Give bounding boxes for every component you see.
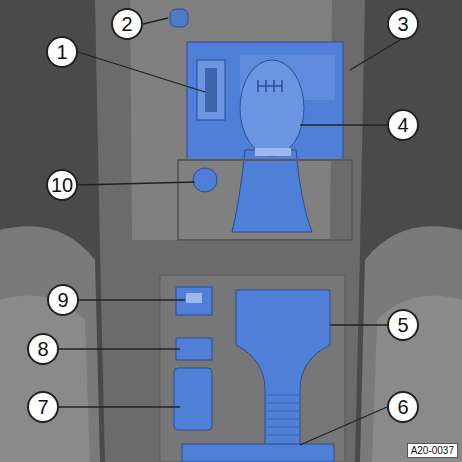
callout-number: 8 — [37, 339, 48, 359]
callout-circle: 1 — [46, 36, 78, 68]
callout-number: 6 — [397, 397, 408, 417]
callout-number: 10 — [51, 175, 73, 195]
callout-circle: 3 — [387, 8, 419, 40]
callout-circle: 10 — [46, 169, 78, 201]
callout-number: 2 — [121, 14, 132, 34]
figure-code: A20-0037 — [407, 443, 458, 458]
callout-circle: 6 — [387, 391, 419, 423]
callout-circle: 7 — [27, 391, 59, 423]
callout-number: 4 — [397, 115, 408, 135]
callout-number: 5 — [397, 315, 408, 335]
callout-circle: 5 — [387, 309, 419, 341]
callout-circle: 4 — [387, 109, 419, 141]
callout-number: 9 — [57, 290, 68, 310]
callout-number: 1 — [56, 42, 67, 62]
callout-circle: 9 — [47, 284, 79, 316]
callout-circle: 8 — [27, 333, 59, 365]
callout-number: 3 — [397, 14, 408, 34]
callout-circle: 2 — [111, 8, 143, 40]
callout-number: 7 — [37, 397, 48, 417]
